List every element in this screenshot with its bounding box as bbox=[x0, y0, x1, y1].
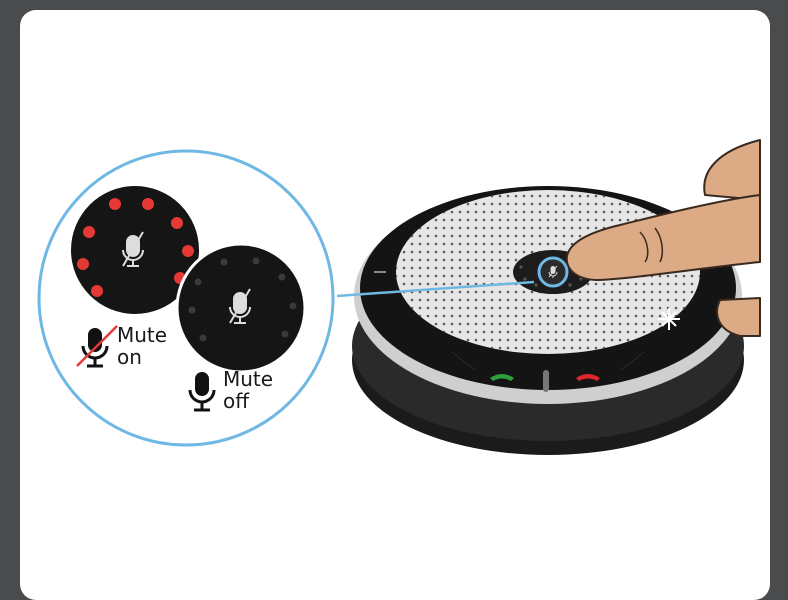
mute-off-indicator bbox=[177, 244, 305, 372]
illustration bbox=[20, 10, 770, 597]
legend-mute-on-label: Mute on bbox=[117, 324, 167, 368]
instruction-card: Mute on Mute off bbox=[20, 10, 770, 600]
mute-off-line2: off bbox=[223, 390, 273, 412]
legend-mute-off-label: Mute off bbox=[223, 368, 273, 412]
mute-on-line2: on bbox=[117, 346, 167, 368]
mute-off-line1: Mute bbox=[223, 368, 273, 390]
bluetooth-switch[interactable] bbox=[543, 370, 549, 392]
mute-on-line1: Mute bbox=[117, 324, 167, 346]
